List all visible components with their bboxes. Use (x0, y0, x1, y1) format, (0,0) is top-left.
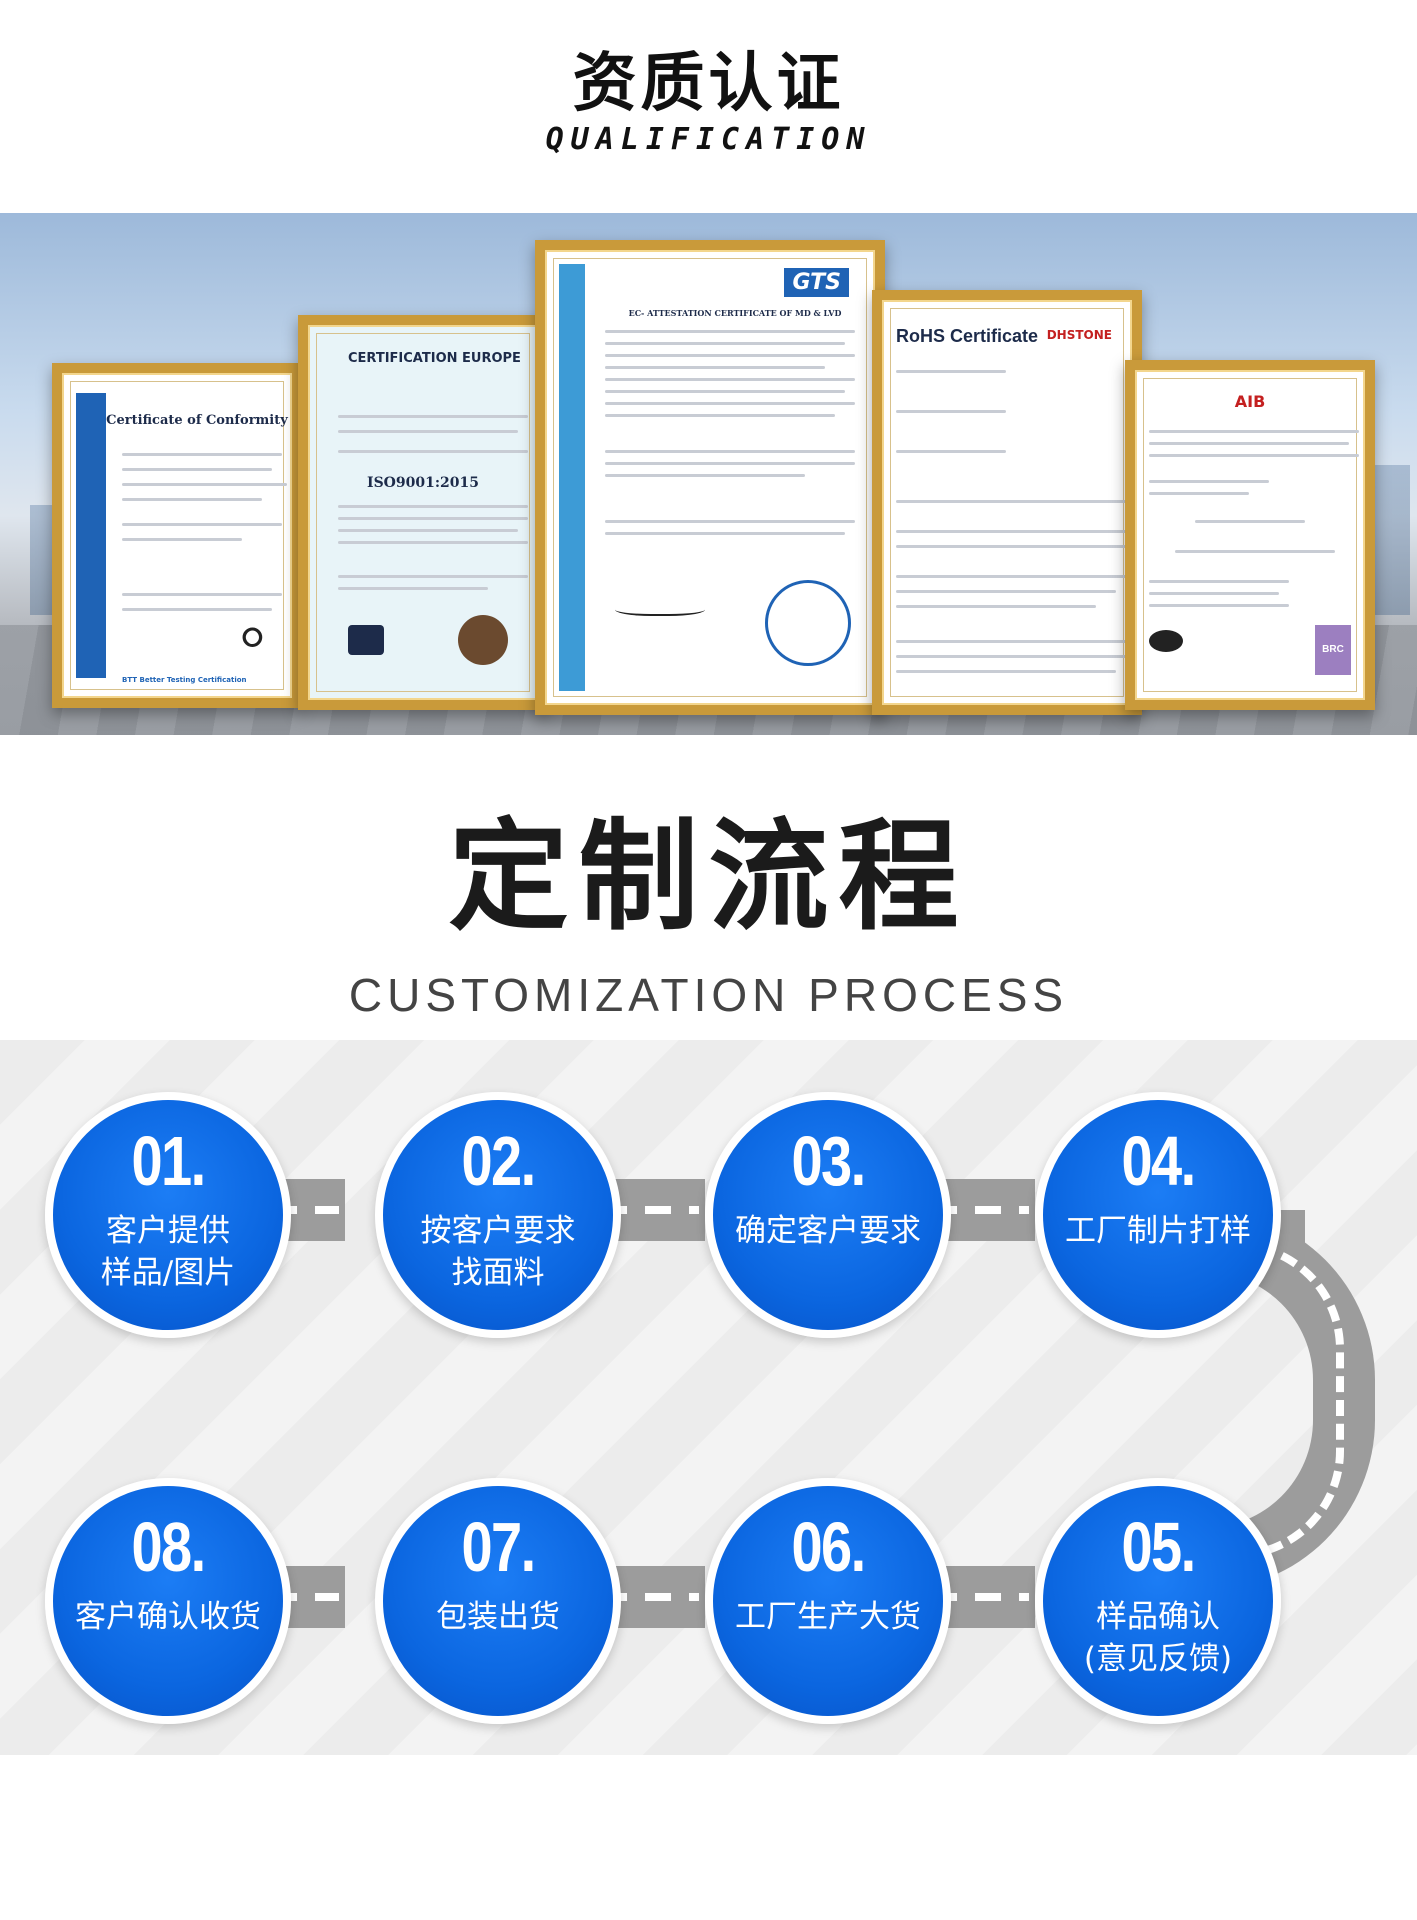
process-step-01: 01. 客户提供样品/图片 (45, 1092, 291, 1338)
signature-icon (615, 600, 705, 616)
process-step-04: 04. 工厂制片打样 (1035, 1092, 1281, 1338)
process-subtitle: CUSTOMIZATION PROCESS (348, 969, 1069, 1021)
step-number: 04. (1121, 1122, 1196, 1200)
certificate-iso: CERTIFICATION EUROPE ISO9001:2015 (298, 315, 548, 710)
certificate-title: ISO9001:2015 (367, 475, 479, 491)
certificate-title: Certificate of Conformity (106, 413, 288, 428)
step-label: 包装出货 (436, 1599, 560, 1635)
step-label: 客户确认收货 (75, 1599, 261, 1635)
seal-icon (458, 615, 508, 665)
ansi-logo-icon (1149, 630, 1183, 652)
step-number: 06. (791, 1508, 866, 1586)
certificate-title: EC- ATTESTATION CERTIFICATE OF MD & LVD (628, 308, 842, 318)
certificates-banner: Certificate of Conformity BTT Better Tes… (0, 213, 1417, 735)
certificate-brand: GTS (784, 268, 849, 297)
step-number: 01. (131, 1122, 206, 1200)
step-number: 05. (1121, 1508, 1196, 1586)
certificate-aib: AIB BRC (1125, 360, 1375, 710)
certificate-brand: AIB (1234, 392, 1266, 411)
process-step-07: 07. 包装出货 (375, 1478, 621, 1724)
certificate-brand: DHSTONE (1046, 328, 1112, 342)
step-number: 03. (791, 1122, 866, 1200)
certificate-title: RoHS Certificate (896, 326, 1039, 346)
step-number: 08. (131, 1508, 206, 1586)
step-number: 02. (461, 1122, 536, 1200)
ce-mark-icon: ⭘ (242, 623, 263, 653)
process-step-08: 08. 客户确认收货 (45, 1478, 291, 1724)
certificate-conformity: Certificate of Conformity BTT Better Tes… (52, 363, 302, 708)
process-step-06: 06. 工厂生产大货 (705, 1478, 951, 1724)
step-label: 样品确认(意见反馈) (1083, 1599, 1233, 1677)
step-label: 确定客户要求 (735, 1213, 921, 1249)
process-title: 定制流程 (448, 808, 969, 947)
process-step-03: 03. 确定客户要求 (705, 1092, 951, 1338)
iaf-logo-icon (348, 625, 384, 655)
certificate-brand: BTT Better Testing Certification (122, 676, 247, 684)
step-label: 工厂生产大货 (735, 1599, 921, 1635)
qualification-title: 资质认证 (572, 47, 845, 121)
certificate-title: BRC (1315, 625, 1351, 675)
qualification-subtitle: QUALIFICATION (545, 122, 872, 157)
step-label: 按客户要求找面料 (420, 1213, 576, 1291)
step-number: 07. (461, 1508, 536, 1586)
certificate-gts: GTS EC- ATTESTATION CERTIFICATE OF MD & … (535, 240, 885, 715)
step-label: 工厂制片打样 (1065, 1213, 1251, 1249)
certificate-rohs: RoHS Certificate DHSTONE (872, 290, 1142, 715)
process-step-05: 05. 样品确认(意见反馈) (1035, 1478, 1281, 1724)
gts-seal-icon (765, 580, 851, 666)
process-step-02: 02. 按客户要求找面料 (375, 1092, 621, 1338)
certificate-brand: CERTIFICATION EUROPE (348, 351, 521, 366)
step-label: 客户提供样品/图片 (100, 1213, 236, 1291)
